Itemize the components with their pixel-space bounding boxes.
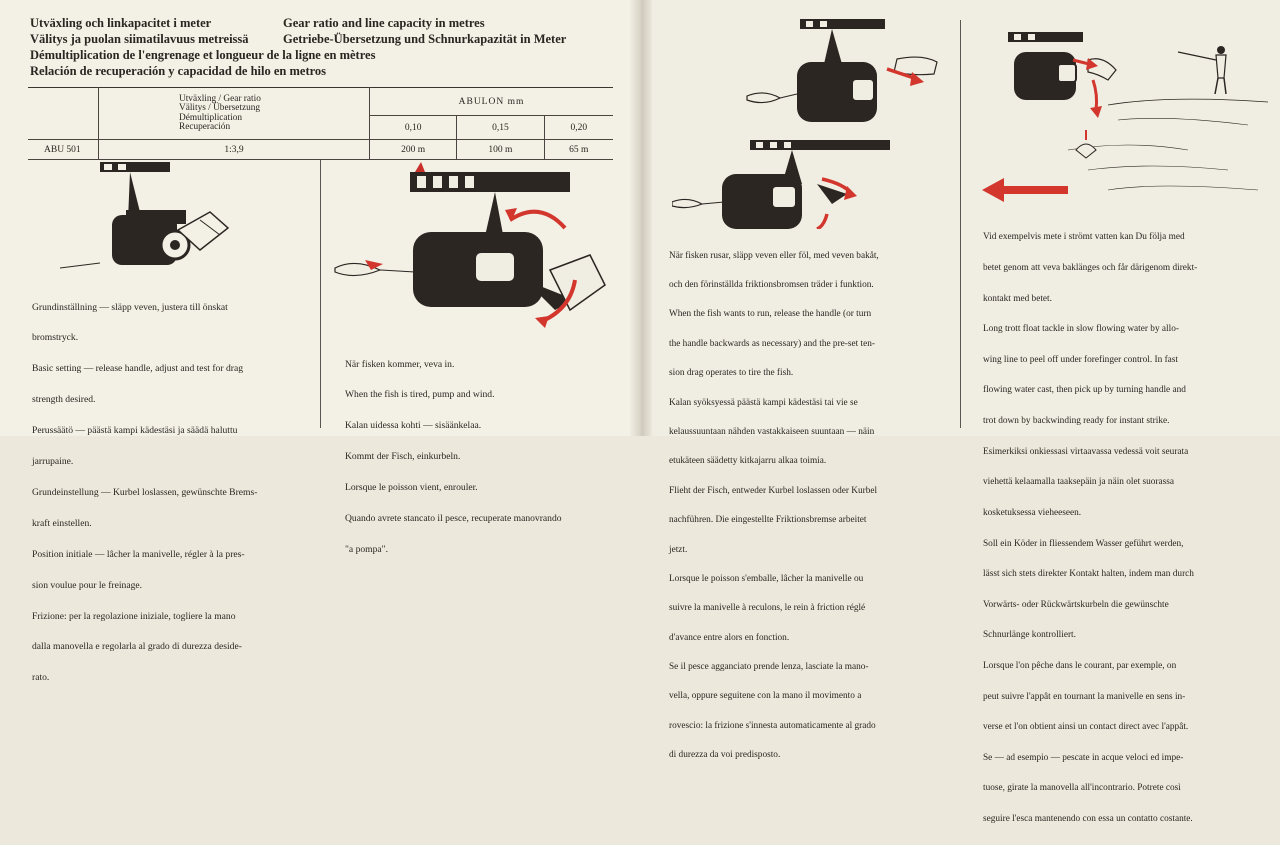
- text-line: Kommt der Fisch, einkurbeln.: [345, 451, 461, 463]
- diameter-cell: 0,20: [543, 115, 613, 140]
- text-line: Lorsque le poisson vient, enrouler.: [345, 482, 478, 494]
- text-line: Vorwärts- oder Rückwärtskurbeln die gewü…: [983, 599, 1169, 610]
- text-line: d'avance entre alors en fonction.: [669, 632, 790, 643]
- text-line: tuose, girate la manovella all'incontrar…: [983, 783, 1181, 794]
- flowing-water-text: Vid exempelvis mete i strömt vatten kan …: [983, 212, 1197, 845]
- text-line: suivre la manivelle à reculons, le rein …: [669, 603, 866, 614]
- text-line: verse et l'on obtient ainsi un contact d…: [983, 722, 1189, 733]
- diameter-cell: 0,15: [456, 115, 545, 140]
- title-block-left: Utväxling och linkapacitet i meter Välit…: [30, 15, 375, 79]
- text-line: etukäteen säädetty kitkajarru alkaa toim…: [669, 456, 827, 467]
- text-line: betet genom att veva baklänges och får d…: [983, 263, 1198, 274]
- text-line: lässt sich stets direkter Kontakt halten…: [983, 569, 1194, 580]
- column-divider: [320, 160, 321, 428]
- text-line: Se — ad esempio — pescate in acque veloc…: [983, 752, 1184, 763]
- text-line: seguire l'esca mantenendo con essa un co…: [983, 813, 1193, 824]
- title-line: Gear ratio and line capacity in metres: [283, 16, 485, 30]
- text-line: sion voulue pour le freinage.: [32, 579, 143, 591]
- text-line: kosketuksessa vieheeseen.: [983, 507, 1082, 518]
- ratio-header-line: Recuperación: [179, 122, 231, 132]
- text-line: peut suivre l'appât en tournant la maniv…: [983, 691, 1186, 702]
- text-line: flowing water cast, then pick up by turn…: [983, 385, 1186, 396]
- brochure-spread: Utväxling och linkapacitet i meter Välit…: [28, 0, 1268, 824]
- text-line: Soll ein Köder in fliessendem Wasser gef…: [983, 538, 1184, 549]
- flowing-water-fishing-illustration: [982, 32, 1268, 202]
- text-line: Lorsque l'on pêche dans le courant, par …: [983, 660, 1177, 671]
- text-line: kelaussuuntaan nähden vastakkaiseen suun…: [669, 426, 875, 437]
- capacity-cell: 200 m: [368, 139, 458, 160]
- reel-pump-wind-illustration: [334, 162, 606, 328]
- ratio-header-line: Démultiplication: [179, 112, 242, 123]
- text-line: sion drag operates to tire the fish.: [669, 368, 794, 379]
- fish-runs-text: När fisken rusar, släpp veven eller föl,…: [669, 232, 879, 781]
- text-line: När fisken rusar, släpp veven eller föl,…: [669, 250, 879, 261]
- text-line: Vid exempelvis mete i strömt vatten kan …: [983, 232, 1185, 243]
- capacity-table: Utväxling / Gear ratio Välitys / Überset…: [28, 87, 613, 160]
- diameter-cell: 0,10: [368, 115, 458, 140]
- reel-fish-runs-illustration: [672, 19, 938, 229]
- text-line: Esimerkiksi onkiessasi virtaavassa vedes…: [983, 446, 1189, 457]
- pump-wind-text: När fisken kommer, veva in. When the fis…: [345, 339, 562, 576]
- text-line: Kalan uidessa kohti — sisäänkelaa.: [345, 420, 482, 432]
- text-line: wing line to peel off under forefinger c…: [983, 354, 1178, 365]
- text-line: Grundeinstellung — Kurbel loslassen, gew…: [32, 486, 258, 498]
- ratio-header-line: Välitys / Übersetzung: [179, 103, 261, 113]
- text-line: Position initiale — lâcher la manivelle,…: [32, 548, 245, 560]
- text-line: di durezza da voi predisposto.: [669, 750, 781, 761]
- text-line: kraft einstellen.: [32, 517, 92, 529]
- text-line: rato.: [32, 672, 50, 684]
- text-line: Frizione: per la regolazione iniziale, t…: [32, 610, 236, 622]
- text-line: vella, oppure seguitene con la mano il m…: [669, 691, 862, 702]
- text-line: jetzt.: [669, 544, 688, 555]
- text-line: When the fish is tired, pump and wind.: [345, 389, 495, 401]
- text-line: bromstryck.: [32, 332, 79, 344]
- ratio-header-line: Utväxling / Gear ratio: [179, 93, 261, 104]
- reel-drag-setting-illustration: [60, 162, 230, 269]
- text-line: Long trott float tackle in slow flowing …: [983, 324, 1179, 335]
- text-line: Perussäätö — päästä kampi kädestäsi ja s…: [32, 425, 238, 437]
- text-line: Quando avrete stancato il pesce, recuper…: [345, 513, 562, 525]
- title-block-right: Gear ratio and line capacity in metres G…: [283, 15, 566, 47]
- text-line: Kalan syöksyessä päästä kampi kädestäsi …: [669, 397, 858, 408]
- text-line: och den förinställda friktionsbromsen tr…: [669, 279, 874, 290]
- text-line: When the fish wants to run, release the …: [669, 309, 872, 320]
- text-line: "a pompa".: [345, 543, 388, 555]
- text-line: jarrupaine.: [32, 456, 74, 468]
- page-gutter: [630, 0, 652, 436]
- title-line: Utväxling och linkapacitet i meter: [30, 16, 212, 30]
- text-line: strength desired.: [32, 394, 96, 406]
- capacity-cell: 65 m: [543, 139, 613, 160]
- column-divider: [960, 20, 961, 428]
- text-line: Grundinställning — släpp veven, justera …: [32, 301, 228, 313]
- text-line: nachführen. Die eingestellte Friktionsbr…: [669, 515, 867, 526]
- ratio-header-cell: Utväxling / Gear ratio Välitys / Überset…: [98, 87, 370, 140]
- text-line: kontakt med betet.: [983, 293, 1052, 304]
- text-line: the handle backwards as necessary) and t…: [669, 338, 875, 349]
- text-line: rovescio: la frizione s'innesta automati…: [669, 720, 876, 731]
- title-line: Getriebe-Übersetzung und Schnurkapazität…: [283, 32, 567, 46]
- text-line: När fisken kommer, veva in.: [345, 358, 455, 370]
- title-line: Välitys ja puolan siimatilavuus metreiss…: [30, 32, 249, 46]
- model-cell: ABU 501: [28, 139, 99, 160]
- text-line: viehettä kelaamalla taaksepäin ja näin o…: [983, 477, 1175, 488]
- capacity-cell: 100 m: [456, 139, 545, 160]
- text-line: Flieht der Fisch, entweder Kurbel loslas…: [669, 485, 878, 496]
- text-line: Se il pesce agganciato prende lenza, las…: [669, 662, 869, 673]
- text-line: dalla manovella e regolarla al grado di …: [32, 641, 242, 653]
- title-line: Relación de recuperación y capacidad de …: [30, 64, 327, 78]
- text-line: Basic setting — release handle, adjust a…: [32, 363, 243, 375]
- ratio-cell: 1:3,9: [98, 139, 370, 160]
- text-line: Schnurlänge kontrolliert.: [983, 630, 1076, 641]
- text-line: trot down by backwinding ready for insta…: [983, 416, 1170, 427]
- title-line: Démultiplication de l'engrenage et longu…: [30, 48, 376, 62]
- table-corner: [28, 87, 99, 140]
- text-line: Lorsque le poisson s'emballe, lâcher la …: [669, 573, 864, 584]
- basic-setting-text: Grundinställning — släpp veven, justera …: [32, 282, 257, 704]
- line-header-cell: ABULON mm: [369, 87, 613, 116]
